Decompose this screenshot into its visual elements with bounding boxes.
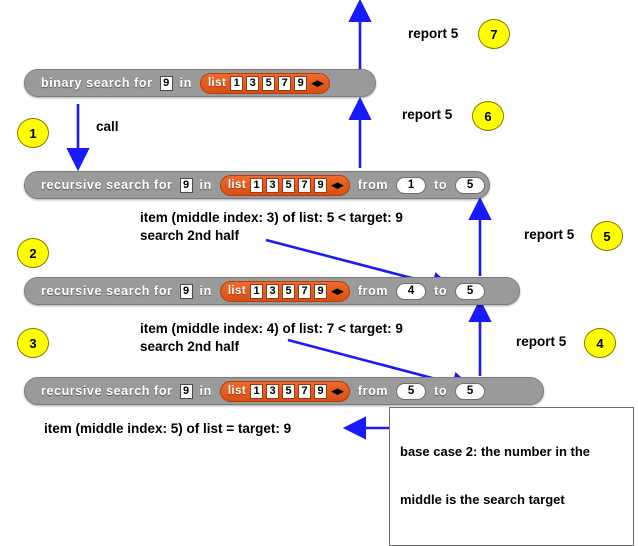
list-scroll-arrows-icon[interactable]: ◀▶: [331, 285, 344, 296]
list-cell: 9: [314, 177, 328, 193]
step-marker-1: 1: [17, 118, 49, 148]
block-label-from: from: [357, 384, 389, 398]
list-cell: 3: [266, 177, 280, 193]
diagram-canvas: binary search for 9 in list 1 3 5 7 9 ◀▶…: [17, 0, 634, 546]
block-label-from: from: [357, 178, 389, 192]
block-label-binary-search: binary search for: [41, 76, 153, 90]
list-label: list: [227, 285, 247, 297]
list-cell: 1: [250, 177, 264, 193]
list-label: list: [207, 77, 227, 89]
list-cell: 5: [282, 383, 296, 399]
target-input[interactable]: 9: [179, 177, 193, 193]
list-cell: 5: [282, 283, 296, 299]
list-cell: 1: [250, 383, 264, 399]
list-cell: 7: [298, 383, 312, 399]
list-scroll-arrows-icon[interactable]: ◀▶: [331, 385, 344, 396]
list-scroll-arrows-icon[interactable]: ◀▶: [331, 179, 344, 190]
list-cell: 3: [266, 283, 280, 299]
step-marker-5: 5: [591, 221, 623, 251]
base-case-callout: base case 2: the number in the middle is…: [389, 407, 634, 546]
report-label-4: report 5: [516, 334, 567, 349]
list-cell: 7: [278, 75, 292, 91]
list-label: list: [227, 179, 247, 191]
list-cell: 3: [246, 75, 260, 91]
list-cell: 7: [298, 177, 312, 193]
recursive-search-block-2[interactable]: recursive search for 9 in list 1 3 5 7 9…: [24, 277, 520, 305]
block-label-to: to: [434, 384, 448, 398]
list-cell: 1: [230, 75, 244, 91]
list-label: list: [227, 385, 247, 397]
block-label-recursive-search: recursive search for: [41, 178, 173, 192]
list-reporter[interactable]: list 1 3 5 7 9 ◀▶: [219, 280, 350, 302]
list-cell: 5: [282, 177, 296, 193]
base-case-callout-line2: middle is the search target: [400, 492, 565, 507]
recursive-search-block-3[interactable]: recursive search for 9 in list 1 3 5 7 9…: [24, 377, 544, 405]
note-middle-index-4-line1: item (middle index: 4) of list: 7 < targ…: [140, 321, 403, 336]
note-middle-index-3-line2: search 2nd half: [140, 228, 240, 243]
range-from-input[interactable]: 4: [396, 282, 427, 300]
list-cell: 5: [262, 75, 276, 91]
block-label-in: in: [199, 284, 212, 298]
list-reporter[interactable]: list 1 3 5 7 9 ◀▶: [219, 380, 350, 402]
base-case-callout-line1: base case 2: the number in the: [400, 444, 591, 459]
range-to-input[interactable]: 5: [455, 176, 486, 194]
list-cell: 7: [298, 283, 312, 299]
recursive-search-block-1[interactable]: recursive search for 9 in list 1 3 5 7 9…: [24, 171, 490, 199]
block-label-in: in: [199, 384, 212, 398]
list-reporter[interactable]: list 1 3 5 7 9 ◀▶: [199, 72, 331, 94]
list-cell: 1: [250, 283, 264, 299]
block-label-to: to: [434, 284, 448, 298]
block-label-recursive-search: recursive search for: [41, 384, 173, 398]
target-input[interactable]: 9: [179, 383, 193, 399]
block-label-to: to: [434, 178, 448, 192]
range-to-input[interactable]: 5: [455, 382, 486, 400]
range-to-input[interactable]: 5: [455, 282, 486, 300]
step-marker-3: 3: [17, 328, 49, 358]
list-cell: 9: [294, 75, 308, 91]
block-label-recursive-search: recursive search for: [41, 284, 173, 298]
note-middle-index-4-line2: search 2nd half: [140, 339, 240, 354]
block-label-from: from: [357, 284, 389, 298]
list-scroll-arrows-icon[interactable]: ◀▶: [311, 77, 324, 88]
block-label-in: in: [199, 178, 212, 192]
report-label-6: report 5: [402, 107, 453, 122]
target-input[interactable]: 9: [179, 283, 193, 299]
list-reporter[interactable]: list 1 3 5 7 9 ◀▶: [219, 174, 350, 196]
list-cell: 9: [314, 283, 328, 299]
call-label: call: [96, 119, 119, 134]
step-marker-7: 7: [478, 19, 510, 49]
target-input[interactable]: 9: [159, 75, 173, 91]
step-marker-6: 6: [472, 101, 504, 131]
step-marker-2: 2: [17, 238, 49, 268]
step-marker-4: 4: [584, 328, 616, 358]
block-label-in: in: [179, 76, 192, 90]
range-from-input[interactable]: 5: [396, 382, 427, 400]
report-label-7: report 5: [408, 26, 459, 41]
note-middle-index-5: item (middle index: 5) of list = target:…: [44, 421, 292, 436]
note-middle-index-3-line1: item (middle index: 3) of list: 5 < targ…: [140, 210, 403, 225]
list-cell: 9: [314, 383, 328, 399]
binary-search-block[interactable]: binary search for 9 in list 1 3 5 7 9 ◀▶: [24, 69, 376, 97]
range-from-input[interactable]: 1: [396, 176, 427, 194]
list-cell: 3: [266, 383, 280, 399]
report-label-5: report 5: [524, 227, 575, 242]
